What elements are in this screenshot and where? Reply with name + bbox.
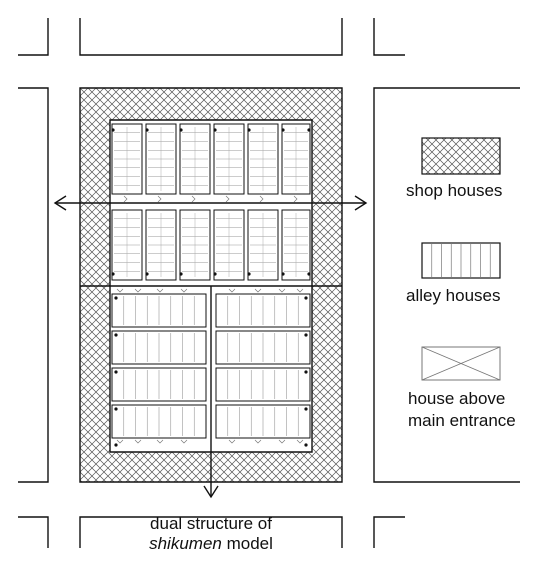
alley-house-unit [111,404,207,439]
diagram-caption: dual structure of shikumen model [80,514,342,554]
alley-house-unit [111,123,143,195]
alley-house-unit [215,330,311,365]
legend-shop-houses-label: shop houses [406,181,503,200]
legend-house-above-entrance-swatch [421,346,501,381]
alley-houses-interior [111,123,311,447]
alley-house-unit [111,330,207,365]
corner-dot [307,128,311,132]
surrounding-blocks [18,18,520,548]
corner-dot [304,443,308,447]
alley-house-unit [179,123,211,195]
legend-shop-houses-swatch [421,137,501,175]
arrow-left-head [53,195,67,211]
alley-house-unit [111,367,207,402]
block-bottom-center [79,516,343,548]
legend-alley-houses-label: alley houses [406,286,501,305]
alley-house-unit [111,293,207,328]
alley-house-unit [247,209,279,281]
caption-line2-term: shikumen [149,534,222,553]
legend-house-above-entrance-label-line1: house above [408,389,506,408]
corner-dot [307,272,311,276]
arrow-down-head [203,485,219,499]
caption-line2: shikumen model [80,534,342,554]
block-top-right [373,18,405,56]
block-mid-right [373,87,520,483]
block-bottom-left [18,516,49,548]
caption-line2-rest: model [221,534,273,553]
shop-houses-ring [79,87,343,483]
corner-dot [114,443,118,447]
alley-house-unit [215,367,311,402]
legend [421,137,501,381]
alley-house-unit [145,209,177,281]
block-mid-left [18,87,49,483]
alley-house-unit [145,123,177,195]
alley-house-unit [281,209,311,281]
arrow-right-head [354,195,368,211]
caption-line1: dual structure of [150,514,272,533]
alley-house-unit [179,209,211,281]
legend-alley-houses-swatch [421,242,501,279]
block-top-left [18,18,49,56]
alley-house-unit [247,123,279,195]
alley-house-unit [281,123,311,195]
alley-house-unit [215,293,311,328]
alley-house-unit [215,404,311,439]
main-axes [53,195,368,499]
block-top-center [79,18,343,56]
alley-house-unit [213,123,245,195]
alley-house-unit [111,209,143,281]
legend-house-above-entrance-label-line2: main entrance [408,411,516,430]
alley-house-unit [213,209,245,281]
block-bottom-right [373,516,405,548]
alley-flow-marks [116,195,304,444]
